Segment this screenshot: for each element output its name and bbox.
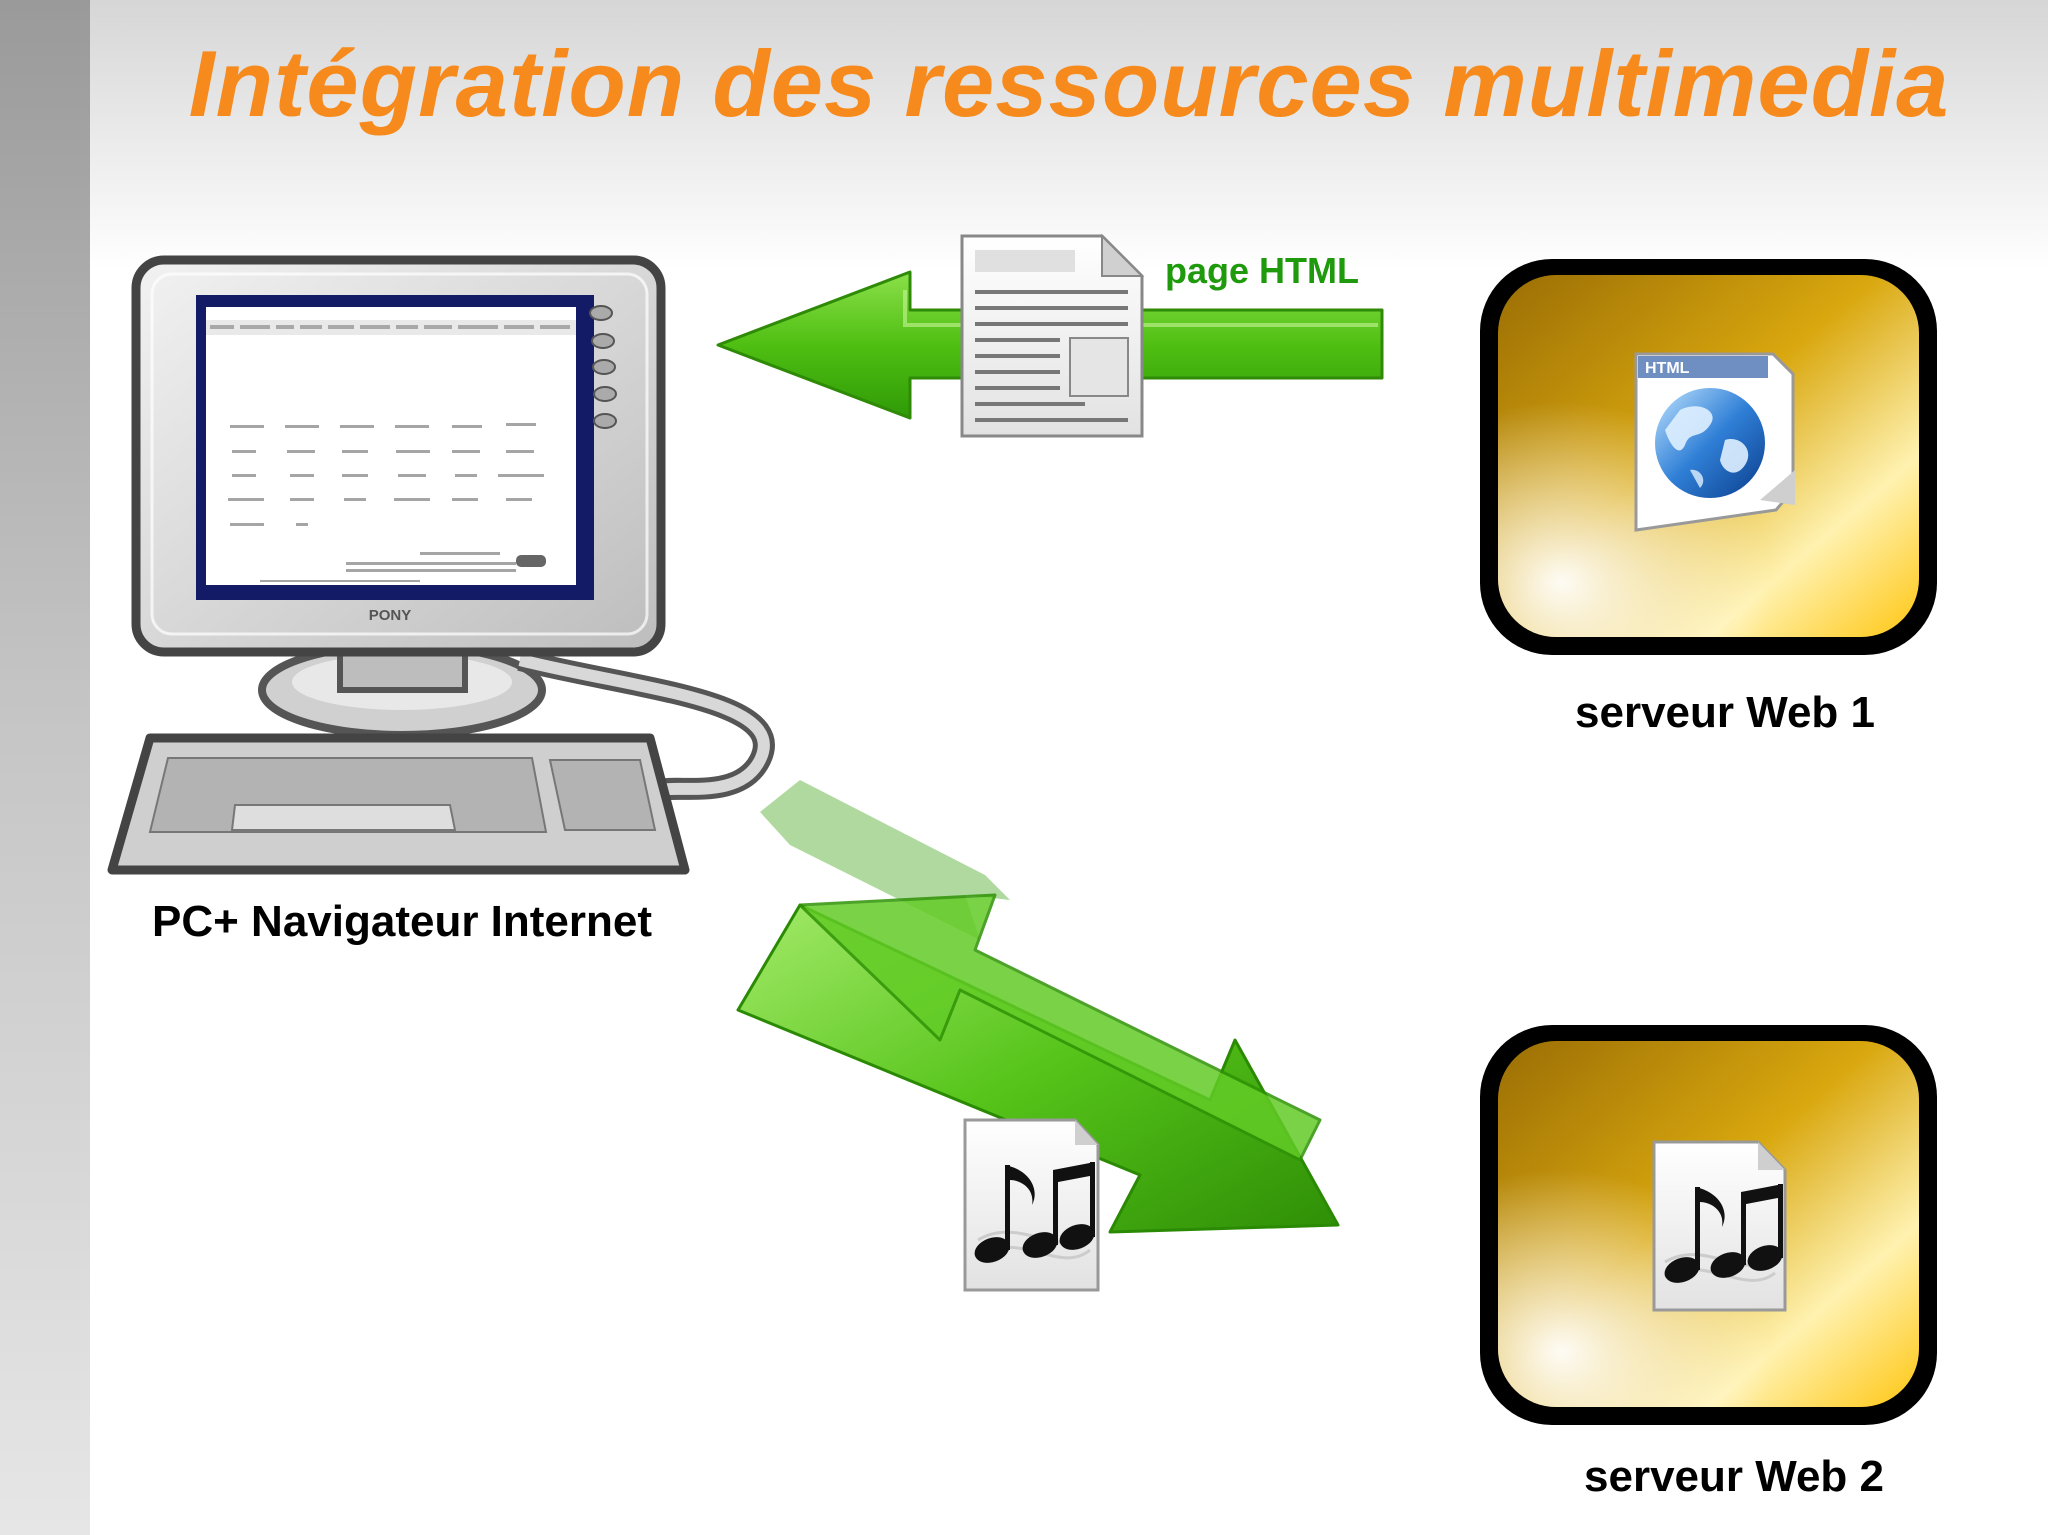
label-server-2: serveur Web 2 (1584, 1452, 1885, 1501)
audio-file-icon (963, 1118, 1100, 1292)
left-sidebar-band (0, 0, 90, 1535)
label-server-1: serveur Web 1 (1575, 688, 1876, 737)
computer-icon (107, 255, 775, 875)
label-pc: PC+ Navigateur Internet (152, 897, 653, 946)
arrow-pc-to-server2 (736, 780, 1340, 1234)
html-file-icon: HTML (1634, 352, 1795, 532)
slide-title: Intégration des ressources multimedia (188, 31, 1950, 136)
server-web-1-icon: HTML (1480, 259, 1937, 655)
arrow-label-page-html: page HTML (1165, 250, 1359, 291)
monitor-brand: PONY (369, 607, 412, 624)
header-band (90, 0, 2048, 270)
server-web-2-icon (1480, 1025, 1937, 1425)
audio-file-icon-server (1652, 1140, 1787, 1312)
html-document-icon (960, 233, 1145, 438)
svg-text:HTML: HTML (1645, 360, 1690, 377)
